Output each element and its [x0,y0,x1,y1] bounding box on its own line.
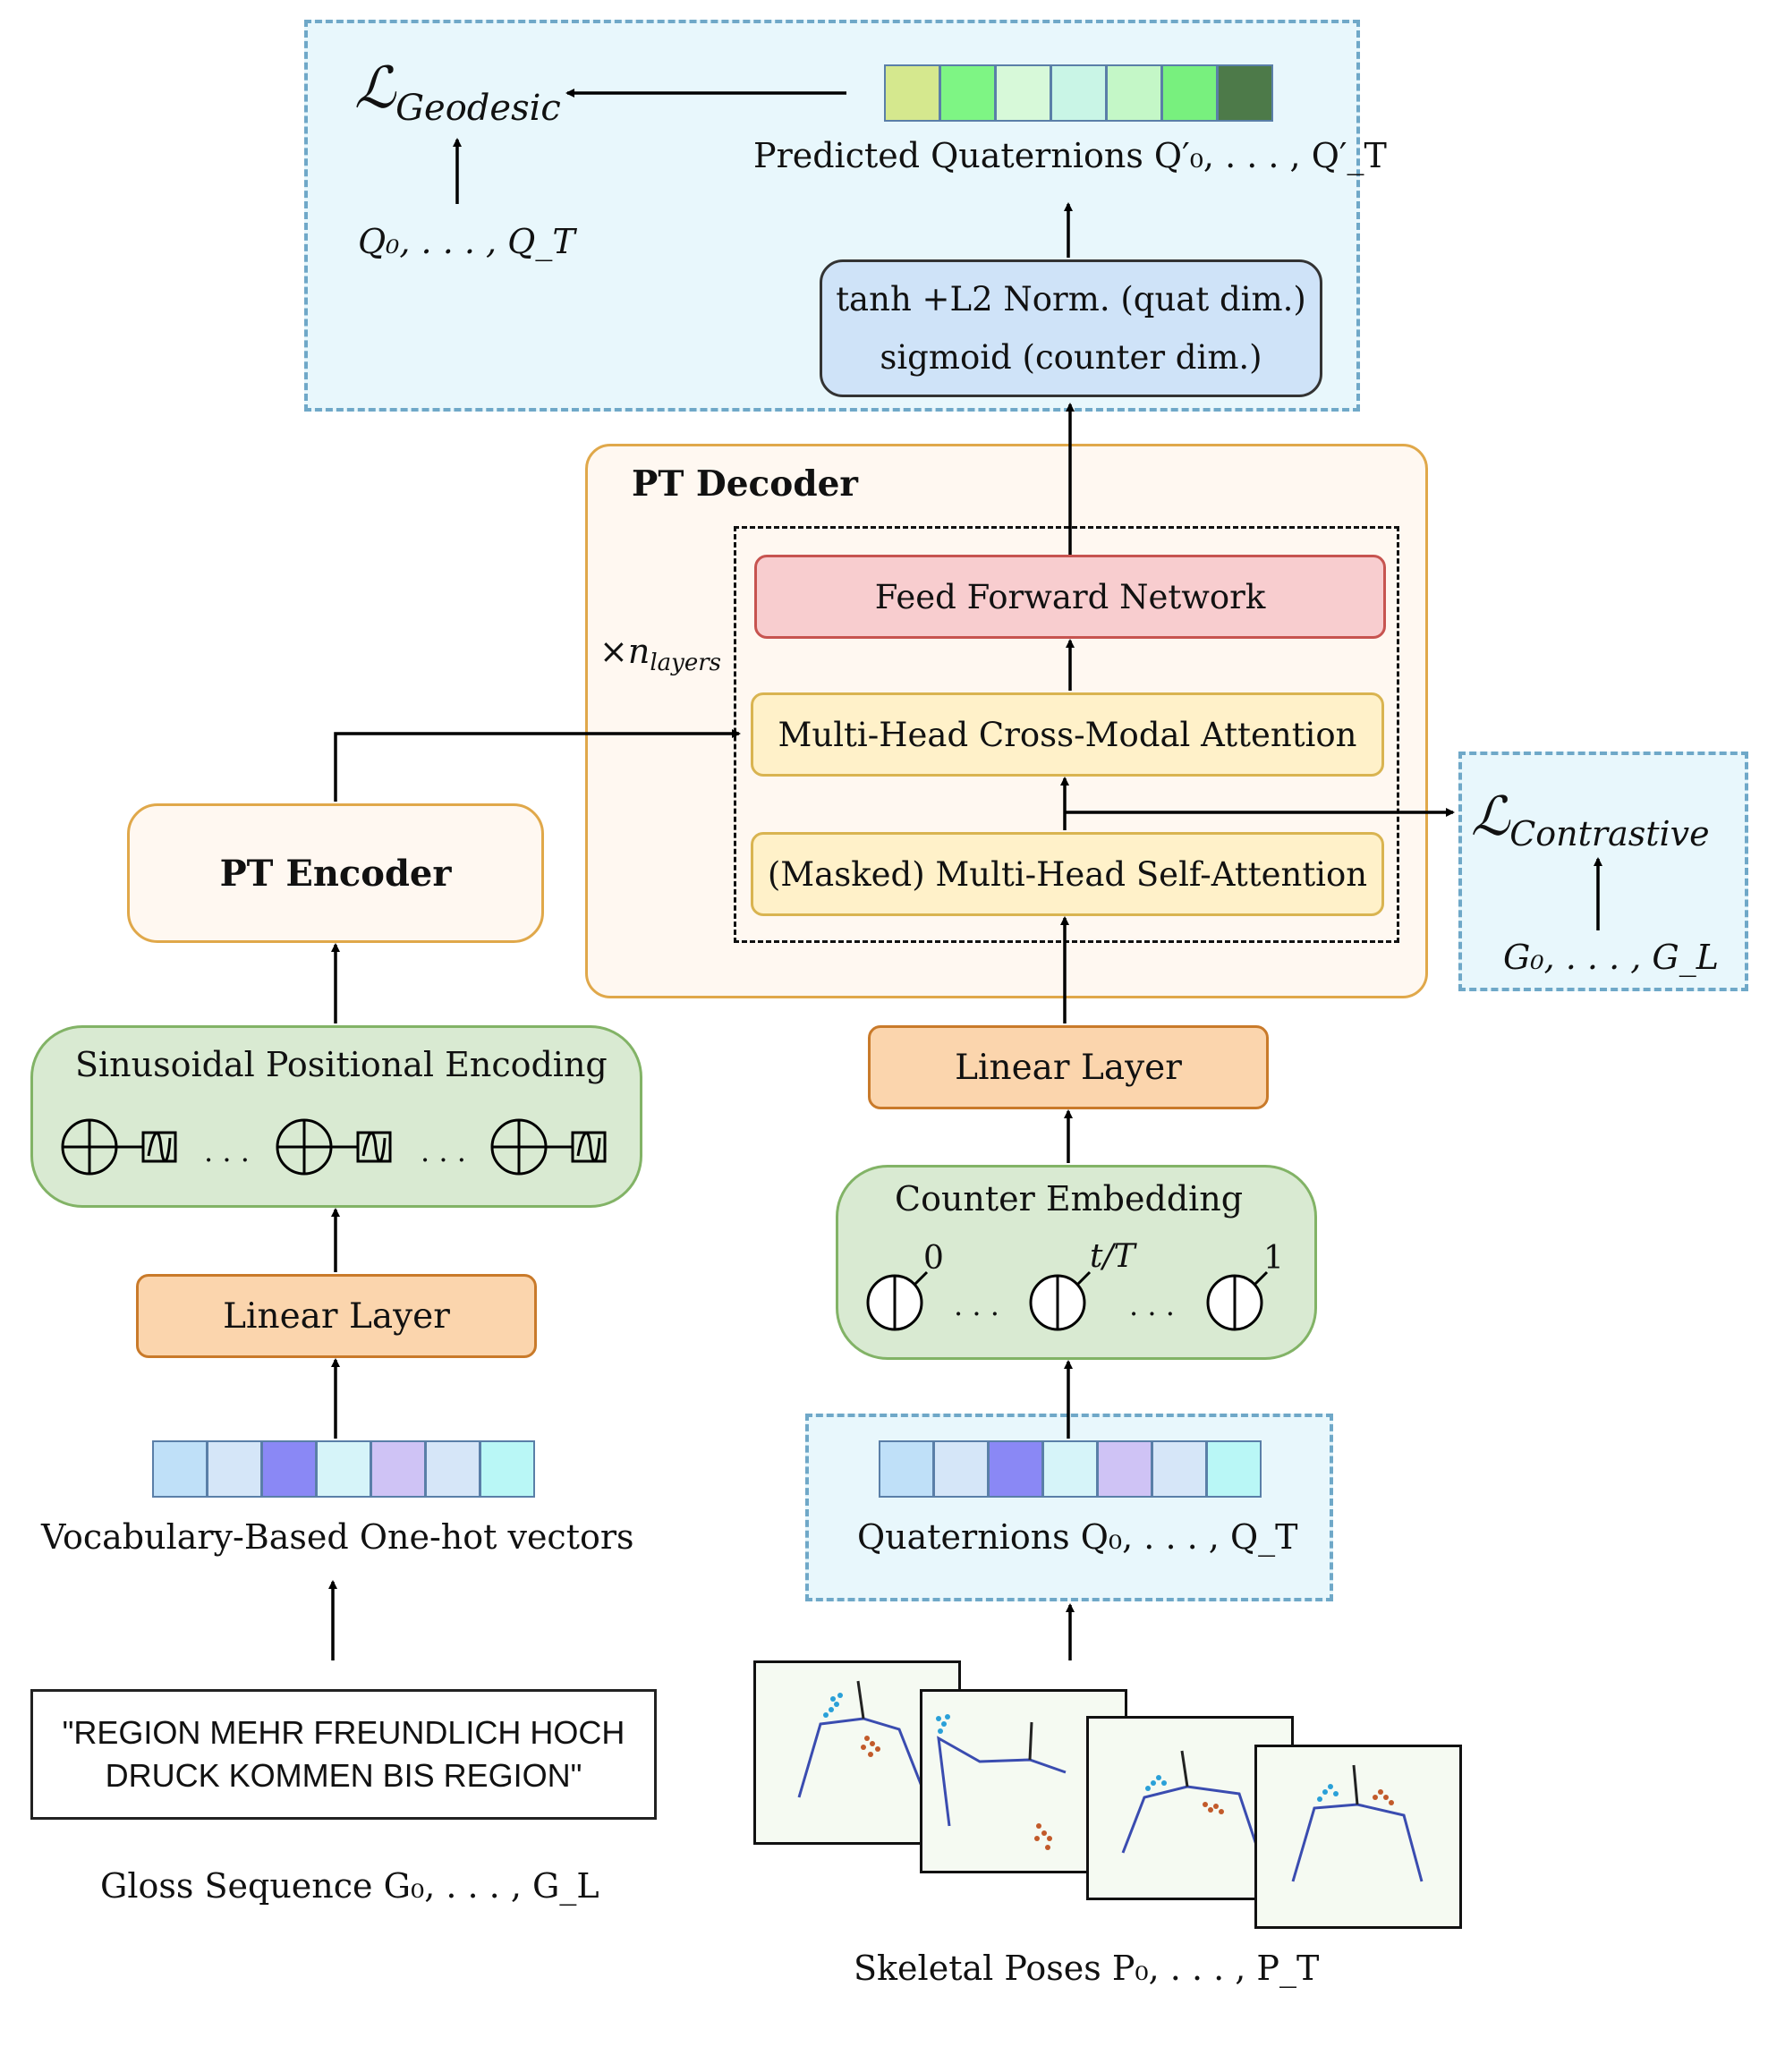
predicted-quaternions-label: Predicted Quaternions Q′₀, . . . , Q′_T [753,136,1387,175]
positional-encoding-block [30,1025,642,1208]
predicted-cell [884,64,940,122]
output-normalization-block: tanh +L2 Norm. (quat dim.) sigmoid (coun… [820,259,1322,397]
pos-enc-dots: . . . [204,1134,250,1168]
counter-label-start: 0 [923,1240,944,1277]
gloss-sequence-box: "REGION MEHR FREUNDLICH HOCH DRUCK KOMME… [30,1689,657,1820]
predicted-cell [1217,64,1273,122]
gloss-text-line-2: DRUCK KOMMEN BIS REGION" [105,1757,582,1794]
left-linear-layer: Linear Layer [136,1274,537,1358]
pt-decoder-title: PT Decoder [632,463,858,505]
one-hot-cell [425,1440,480,1498]
self-attention-block: (Masked) Multi-Head Self-Attention [751,832,1384,916]
predicted-cell [1161,64,1218,122]
counter-label-mid: t/T [1090,1238,1135,1275]
one-hot-cell [370,1440,426,1498]
pose-frame [1254,1745,1462,1929]
layer-repeat-label: ×nlayers [599,632,721,676]
counter-label-end: 1 [1263,1240,1284,1277]
contrastive-gloss-label: G₀, . . . , G_L [1503,938,1719,977]
quaternion-cell [1097,1440,1152,1498]
gloss-sequence-label: Gloss Sequence G₀, . . . , G_L [100,1866,599,1906]
geodesic-loss-symbol: ℒGeodesic [354,55,561,129]
sigmoid-label: sigmoid (counter dim.) [880,338,1262,377]
counter-embedding-title: Counter Embedding [895,1179,1244,1219]
counter-dial-group [866,1270,1269,1331]
quaternions-label: Quaternions Q₀, . . . , Q_T [857,1517,1298,1557]
tanh-l2-norm-label: tanh +L2 Norm. (quat dim.) [836,280,1306,318]
counter-dots: . . . [1129,1288,1175,1322]
right-linear-layer: Linear Layer [868,1025,1269,1109]
skeletal-poses-label: Skeletal Poses P₀, . . . , P_T [854,1949,1320,1988]
quaternion-cell [1152,1440,1207,1498]
skeleton-figure [1291,1764,1424,1882]
one-hot-label: Vocabulary-Based One-hot vectors [41,1517,634,1557]
predicted-cell [1050,64,1107,122]
quaternion-cell [879,1440,934,1498]
pt-encoder-block: PT Encoder [127,803,544,943]
cross-modal-attention-block: Multi-Head Cross-Modal Attention [751,692,1384,777]
feed-forward-network-block: Feed Forward Network [754,555,1386,639]
contrastive-loss-symbol: ℒContrastive [1471,785,1710,853]
pos-enc-dots: . . . [421,1134,466,1168]
contrastive-loss-region [1458,752,1748,991]
skeleton-figure [936,1714,1067,1850]
adder-sine-group [61,1118,607,1176]
quaternion-cell [1206,1440,1262,1498]
counter-dots: . . . [954,1288,999,1322]
ground-truth-quaternions-label: Q₀, . . . , Q_T [358,222,575,261]
predicted-cell [995,64,1051,122]
skeleton-figure [797,1680,928,1798]
one-hot-cell [207,1440,262,1498]
positional-encoding-title: Sinusoidal Positional Encoding [75,1045,608,1084]
gloss-text-line-1: "REGION MEHR FREUNDLICH HOCH [62,1714,625,1751]
predicted-cell [1106,64,1162,122]
skeleton-figure [1121,1750,1261,1854]
one-hot-cell [480,1440,535,1498]
